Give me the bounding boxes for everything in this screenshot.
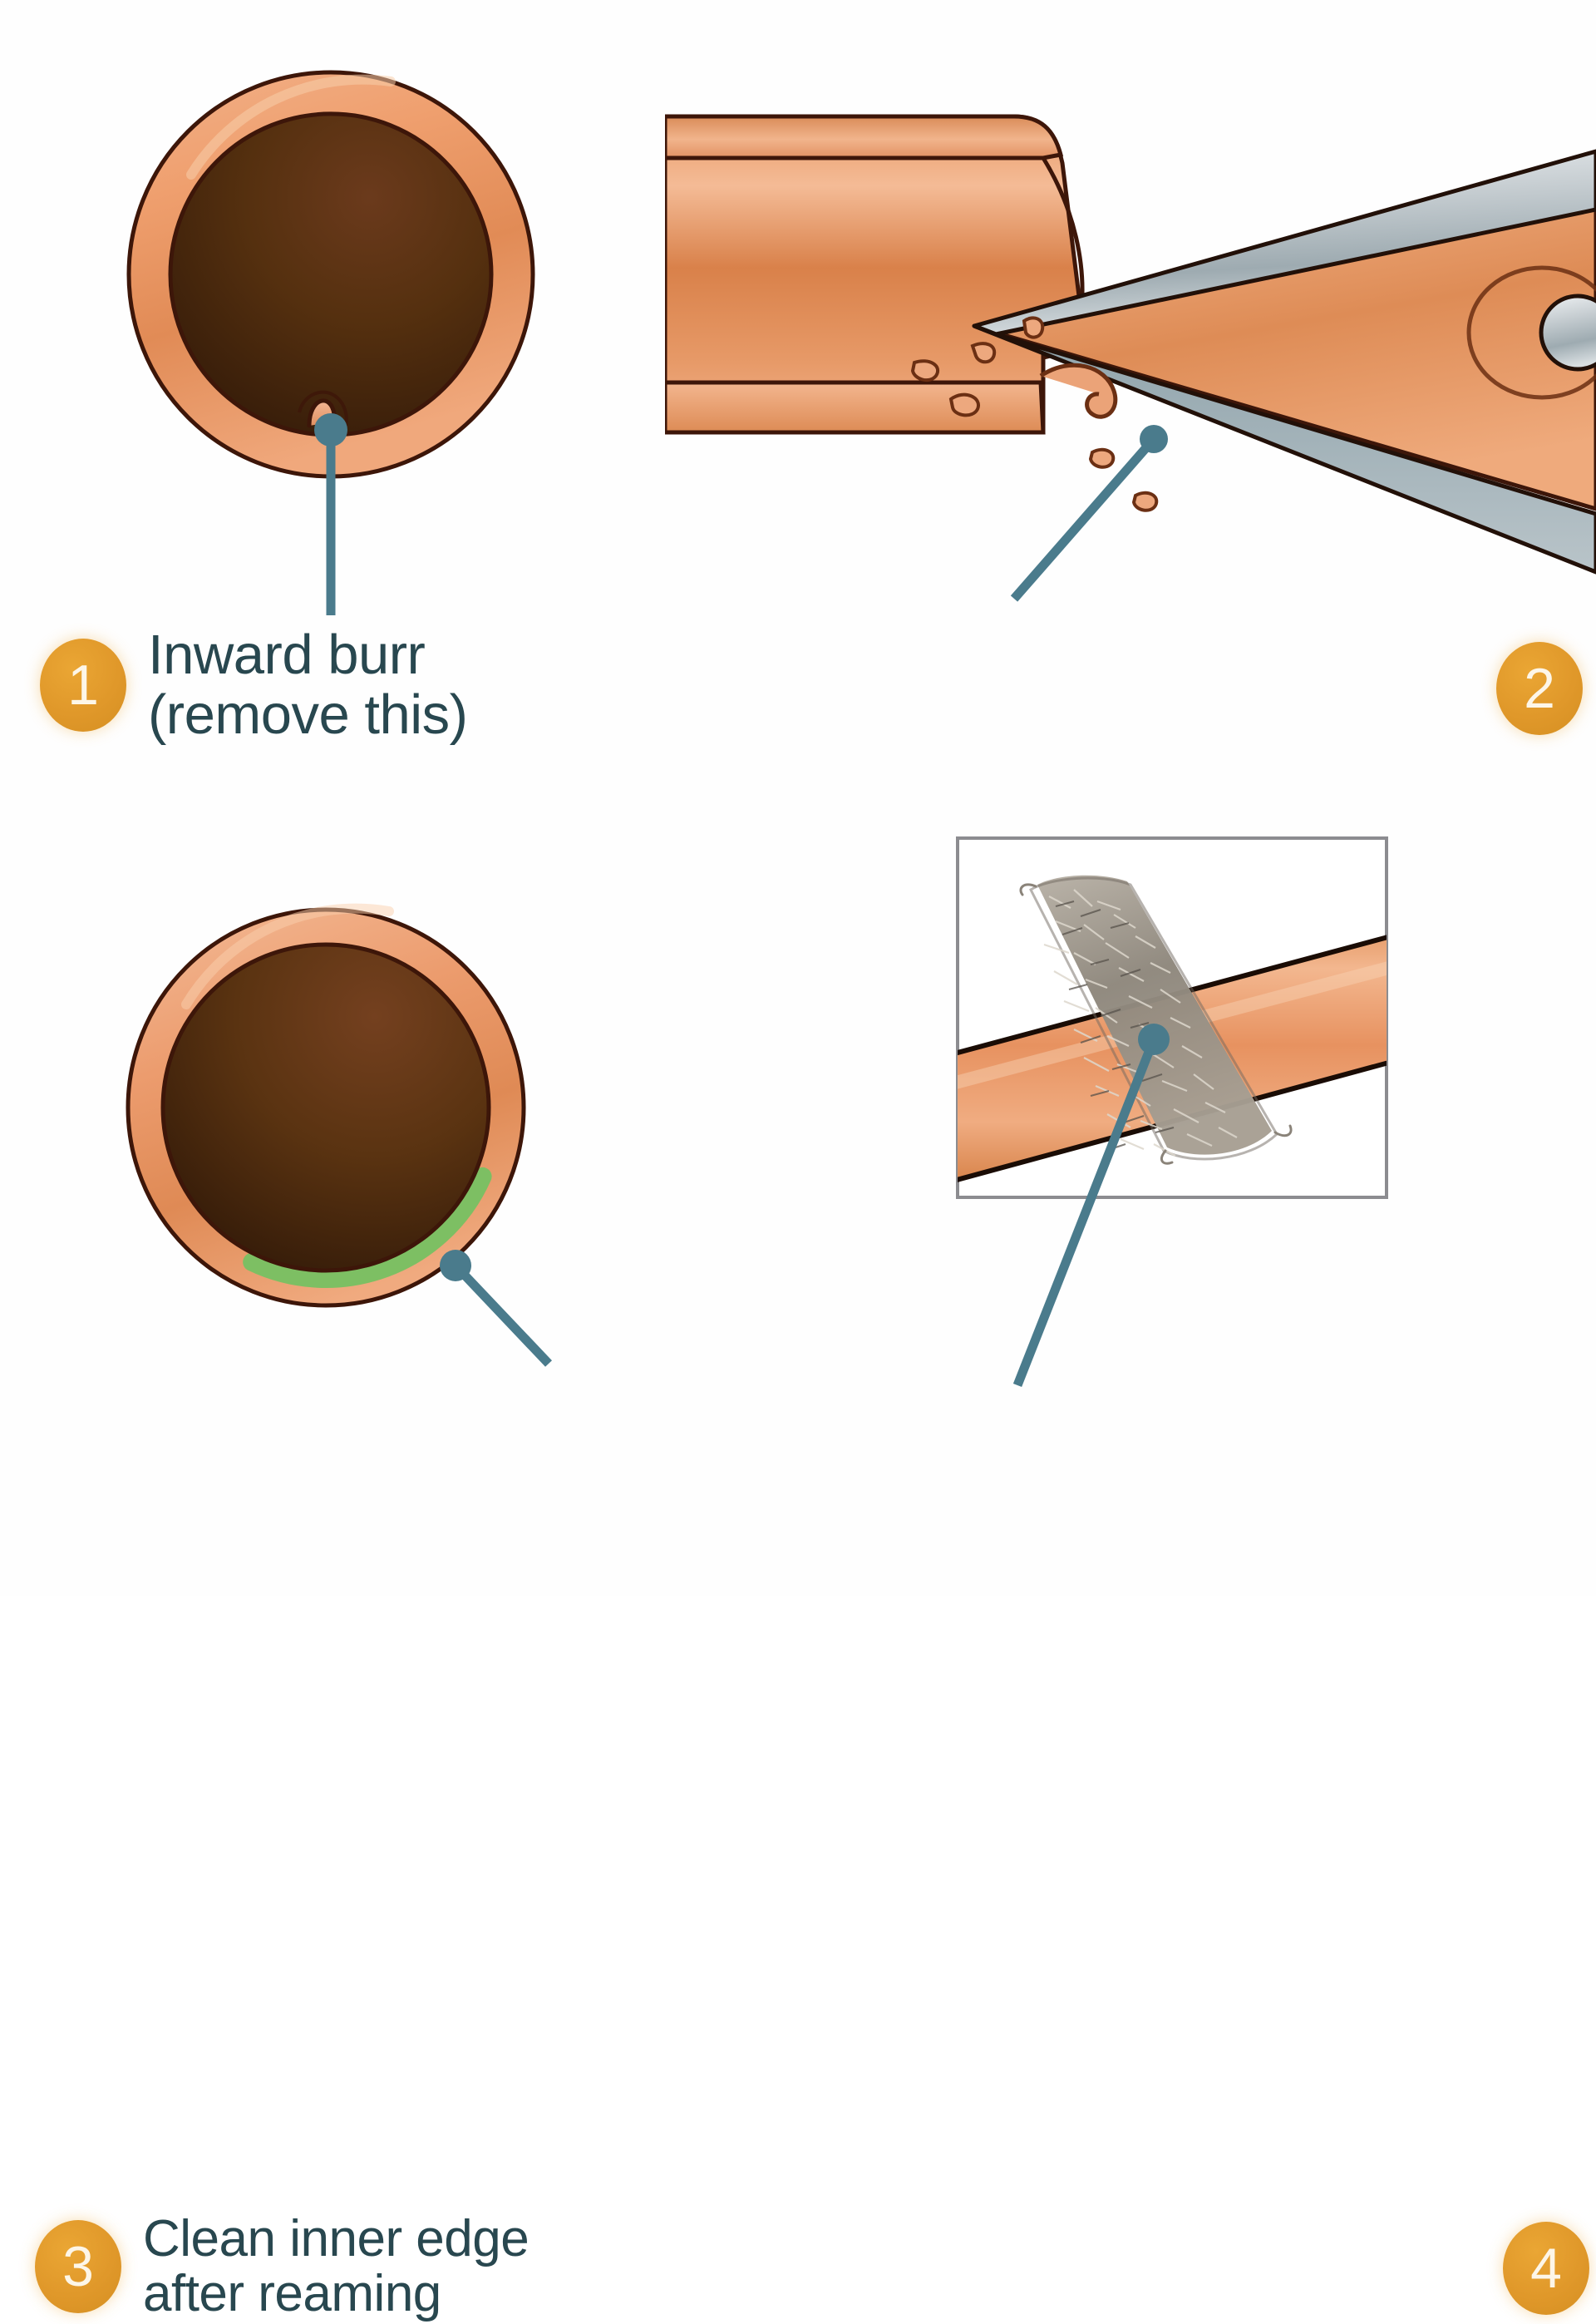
wire-wool-photo-illustration bbox=[956, 836, 1388, 1388]
pipe-cross-section-clean-illustration bbox=[126, 903, 552, 1367]
photo-frame bbox=[956, 836, 1388, 1199]
caption-3: 3 Clean inner edge after reaming bbox=[35, 2210, 530, 2323]
step-badge-2: 2 bbox=[1496, 642, 1583, 735]
step-badge-3: 3 bbox=[35, 2220, 121, 2314]
leader-line bbox=[452, 1262, 552, 1367]
leader-line bbox=[1012, 1037, 1159, 1388]
leader-dot bbox=[1140, 425, 1168, 453]
leader-dot bbox=[314, 413, 347, 447]
panel-wire-wool: 4 Wire wool on outer surface bbox=[665, 798, 1596, 2316]
caption-2: 2 Deburring blade bbox=[1496, 642, 1596, 735]
wire-wool-band bbox=[1019, 875, 1293, 1165]
caption-1: 1 Inward burr (remove this) bbox=[40, 624, 468, 746]
caption-1-line-2: (remove this) bbox=[148, 683, 468, 746]
caption-1-text: Inward burr (remove this) bbox=[148, 624, 468, 746]
deburring-tool-illustration bbox=[665, 114, 1596, 602]
step-badge-4: 4 bbox=[1503, 2222, 1589, 2316]
panel-clean-inner-edge: 3 Clean inner edge after reaming bbox=[0, 798, 665, 2322]
caption-4: 4 Wire wool on outer surface bbox=[1503, 2213, 1596, 2324]
caption-1-line-1: Inward burr bbox=[148, 624, 426, 686]
panel-deburring-blade: 2 Deburring blade bbox=[665, 0, 1596, 798]
step-badge-1: 1 bbox=[40, 638, 126, 732]
caption-3-text: Clean inner edge after reaming bbox=[143, 2210, 530, 2323]
panel-inward-burr: 1 Inward burr (remove this) bbox=[0, 0, 665, 798]
caption-3-line-1: Clean inner edge bbox=[143, 2210, 530, 2267]
clean-edge-highlight bbox=[145, 927, 506, 1288]
leader-dot bbox=[440, 1250, 471, 1281]
leader-dot bbox=[1138, 1024, 1170, 1055]
caption-3-line-2: after reaming bbox=[143, 2265, 441, 2323]
leader-line bbox=[1010, 436, 1158, 602]
